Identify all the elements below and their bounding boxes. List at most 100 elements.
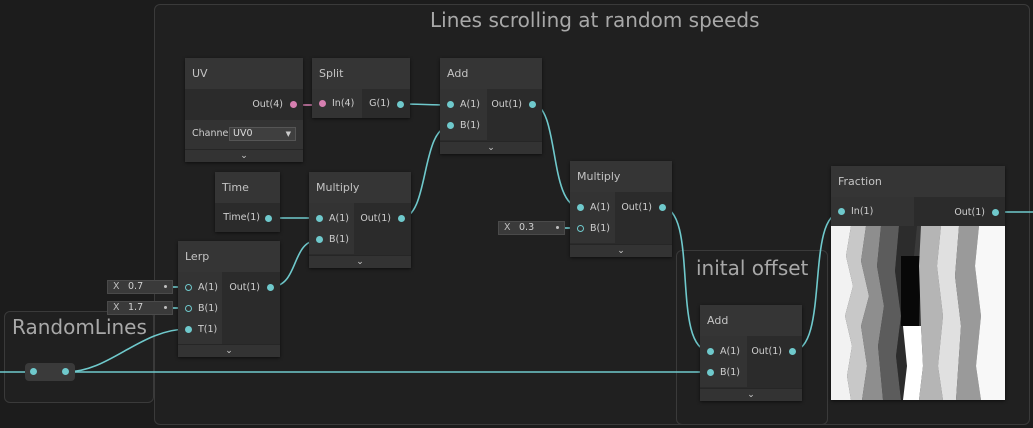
port-label: In(4) (332, 98, 355, 109)
node-add-top[interactable]: Add A(1) B(1) Out(1) ⌄ (440, 58, 542, 154)
port-label: A(1) (329, 213, 349, 224)
node-time[interactable]: Time Time(1) (215, 172, 280, 232)
expand-button[interactable]: ⌄ (178, 344, 280, 357)
fraction-in-port[interactable] (838, 208, 845, 215)
multiply-a-port[interactable] (577, 204, 584, 211)
split-g-out-port[interactable] (397, 101, 404, 108)
port-label: B(1) (720, 367, 740, 378)
field-handle-icon (164, 306, 167, 309)
fraction-out-port[interactable] (992, 209, 999, 216)
field-axis-label: X (504, 222, 511, 233)
add-a-port[interactable] (447, 101, 454, 108)
field-value: 0.3 (519, 222, 535, 233)
node-title: Add (440, 58, 542, 89)
node-title: Lerp (178, 241, 280, 272)
time-out-port[interactable] (265, 215, 272, 222)
redirect-in-port[interactable] (30, 368, 37, 375)
port-label: A(1) (460, 99, 480, 110)
node-title: Split (312, 58, 410, 89)
channel-label: Channe (192, 128, 229, 139)
inputs: A(1) B(1) (570, 192, 615, 243)
node-uv[interactable]: UV Out(4) Channe UV0 ▼ ⌄ (185, 58, 303, 162)
node-lerp[interactable]: Lerp A(1) B(1) T(1) Out(1) ⌄ (178, 241, 280, 357)
port-label: B(1) (590, 223, 610, 234)
chevron-down-icon: ⌄ (747, 390, 755, 400)
triangle-down-icon: ▼ (285, 130, 291, 138)
redirect-out-port[interactable] (62, 368, 69, 375)
node-title: Fraction (831, 166, 1005, 197)
add-a-port[interactable] (707, 348, 714, 355)
field-axis-label: X (113, 302, 120, 313)
port-label: A(1) (198, 282, 218, 293)
multiply-a-port[interactable] (316, 215, 323, 222)
group-title-lines-scrolling: Lines scrolling at random speeds (430, 8, 760, 32)
inputs: A(1) B(1) (309, 203, 354, 254)
add-out-port[interactable] (529, 101, 536, 108)
node-split[interactable]: Split In(4) G(1) (312, 58, 410, 118)
node-title: Add (700, 305, 802, 336)
multiply-b-port[interactable] (577, 225, 584, 232)
group-title-inital-offset: inital offset (696, 256, 809, 280)
expand-button[interactable]: ⌄ (700, 388, 802, 401)
lerp-t-port[interactable] (185, 326, 192, 333)
field-value: 0.7 (128, 281, 144, 292)
inputs: A(1) B(1) (700, 336, 747, 387)
channel-value: UV0 (233, 128, 253, 139)
port-label: B(1) (329, 234, 349, 245)
node-title: UV (185, 58, 303, 89)
channel-select[interactable]: UV0 ▼ (229, 127, 296, 141)
field-handle-icon (164, 285, 167, 288)
multiply-out-port[interactable] (659, 204, 666, 211)
group-title-random-lines: RandomLines (12, 315, 147, 339)
expand-button[interactable]: ⌄ (185, 149, 303, 162)
port-label: Time(1) (223, 212, 260, 223)
add-out-port[interactable] (789, 348, 796, 355)
node-title: Multiply (309, 172, 411, 203)
port-label: Out(1) (954, 207, 985, 218)
field-axis-label: X (113, 281, 120, 292)
lerp-b-port[interactable] (185, 305, 192, 312)
lerp-a-port[interactable] (185, 284, 192, 291)
add-b-port[interactable] (707, 369, 714, 376)
chevron-down-icon: ⌄ (356, 257, 364, 267)
lerp-a-value-field[interactable]: X 0.7 (107, 280, 173, 294)
port-label: Out(1) (751, 346, 782, 357)
inputs: In(1) (831, 197, 914, 226)
uv-settings: Channe UV0 ▼ (185, 120, 303, 150)
chevron-down-icon: ⌄ (487, 143, 495, 153)
lerp-out-port[interactable] (267, 284, 274, 291)
inputs: In(4) (312, 89, 362, 118)
chevron-down-icon: ⌄ (240, 151, 248, 161)
port-label: Out(1) (491, 99, 522, 110)
field-handle-icon (556, 226, 559, 229)
multiply-b-value-field[interactable]: X 0.3 (498, 221, 565, 235)
node-add-offset[interactable]: Add A(1) B(1) Out(1) ⌄ (700, 305, 802, 401)
expand-button[interactable]: ⌄ (440, 141, 542, 154)
redirect-node[interactable] (25, 363, 75, 381)
chevron-down-icon: ⌄ (225, 346, 233, 356)
chevron-down-icon: ⌄ (617, 246, 625, 256)
port-label: In(1) (851, 206, 874, 217)
multiply-b-port[interactable] (316, 236, 323, 243)
expand-button[interactable]: ⌄ (309, 255, 411, 268)
port-label: A(1) (720, 346, 740, 357)
uv-out-port[interactable] (290, 101, 297, 108)
node-title: Multiply (570, 161, 672, 192)
node-fraction[interactable]: Fraction In(1) Out(1) (831, 166, 1005, 400)
add-b-port[interactable] (447, 122, 454, 129)
port-label: G(1) (369, 98, 390, 109)
port-label: B(1) (198, 303, 218, 314)
node-multiply-mid[interactable]: Multiply A(1) B(1) Out(1) ⌄ (309, 172, 411, 268)
node-multiply-right[interactable]: Multiply A(1) B(1) Out(1) ⌄ (570, 161, 672, 257)
port-label: Out(4) (252, 99, 283, 110)
port-label: Out(1) (360, 213, 391, 224)
multiply-out-port[interactable] (398, 215, 405, 222)
inputs: A(1) B(1) (440, 89, 487, 140)
expand-button[interactable]: ⌄ (570, 244, 672, 257)
port-label: A(1) (590, 202, 610, 213)
split-in-port[interactable] (319, 100, 326, 107)
fraction-preview-image (831, 226, 1005, 400)
port-label: T(1) (198, 324, 218, 335)
port-label: Out(1) (229, 282, 260, 293)
lerp-b-value-field[interactable]: X 1.7 (107, 301, 173, 315)
